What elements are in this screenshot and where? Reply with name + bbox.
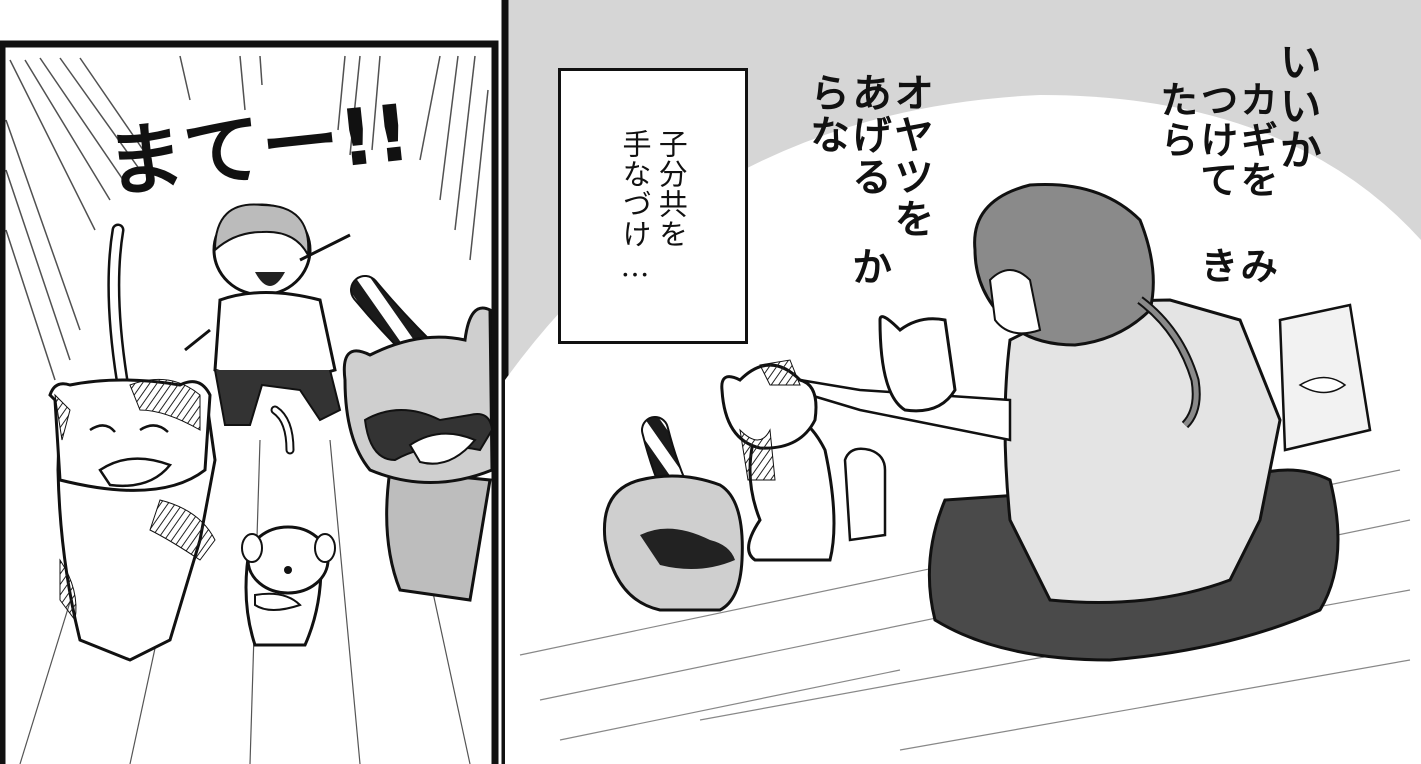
girl-figure	[184, 203, 351, 426]
left-panel	[0, 40, 499, 764]
caption-text: 子分共を 手なづけ…	[617, 129, 690, 284]
caption-box: 子分共を 手なづけ…	[558, 68, 748, 344]
raccoon-left	[342, 275, 494, 602]
speech-col-iika: いいか	[1273, 40, 1323, 172]
woman-figure	[797, 182, 1372, 662]
small-dog-left	[241, 405, 336, 647]
small-dog-right	[878, 315, 957, 413]
calico-cat-right	[720, 359, 836, 562]
caption-line-1: 子分共を	[654, 128, 689, 249]
caption-line-2: 手なづけ…	[618, 128, 652, 284]
speech-col-kagi: カギを みつけて きたら	[1153, 80, 1278, 286]
shout-text: まてー!!	[102, 88, 415, 200]
speech-col-oyatsu: オヤツを あげる からな	[803, 72, 933, 288]
raccoon-right	[602, 416, 744, 612]
calico-cat-left	[48, 223, 217, 662]
hamster-figure	[843, 447, 887, 542]
shout-sfx: まてー!!	[102, 88, 415, 200]
